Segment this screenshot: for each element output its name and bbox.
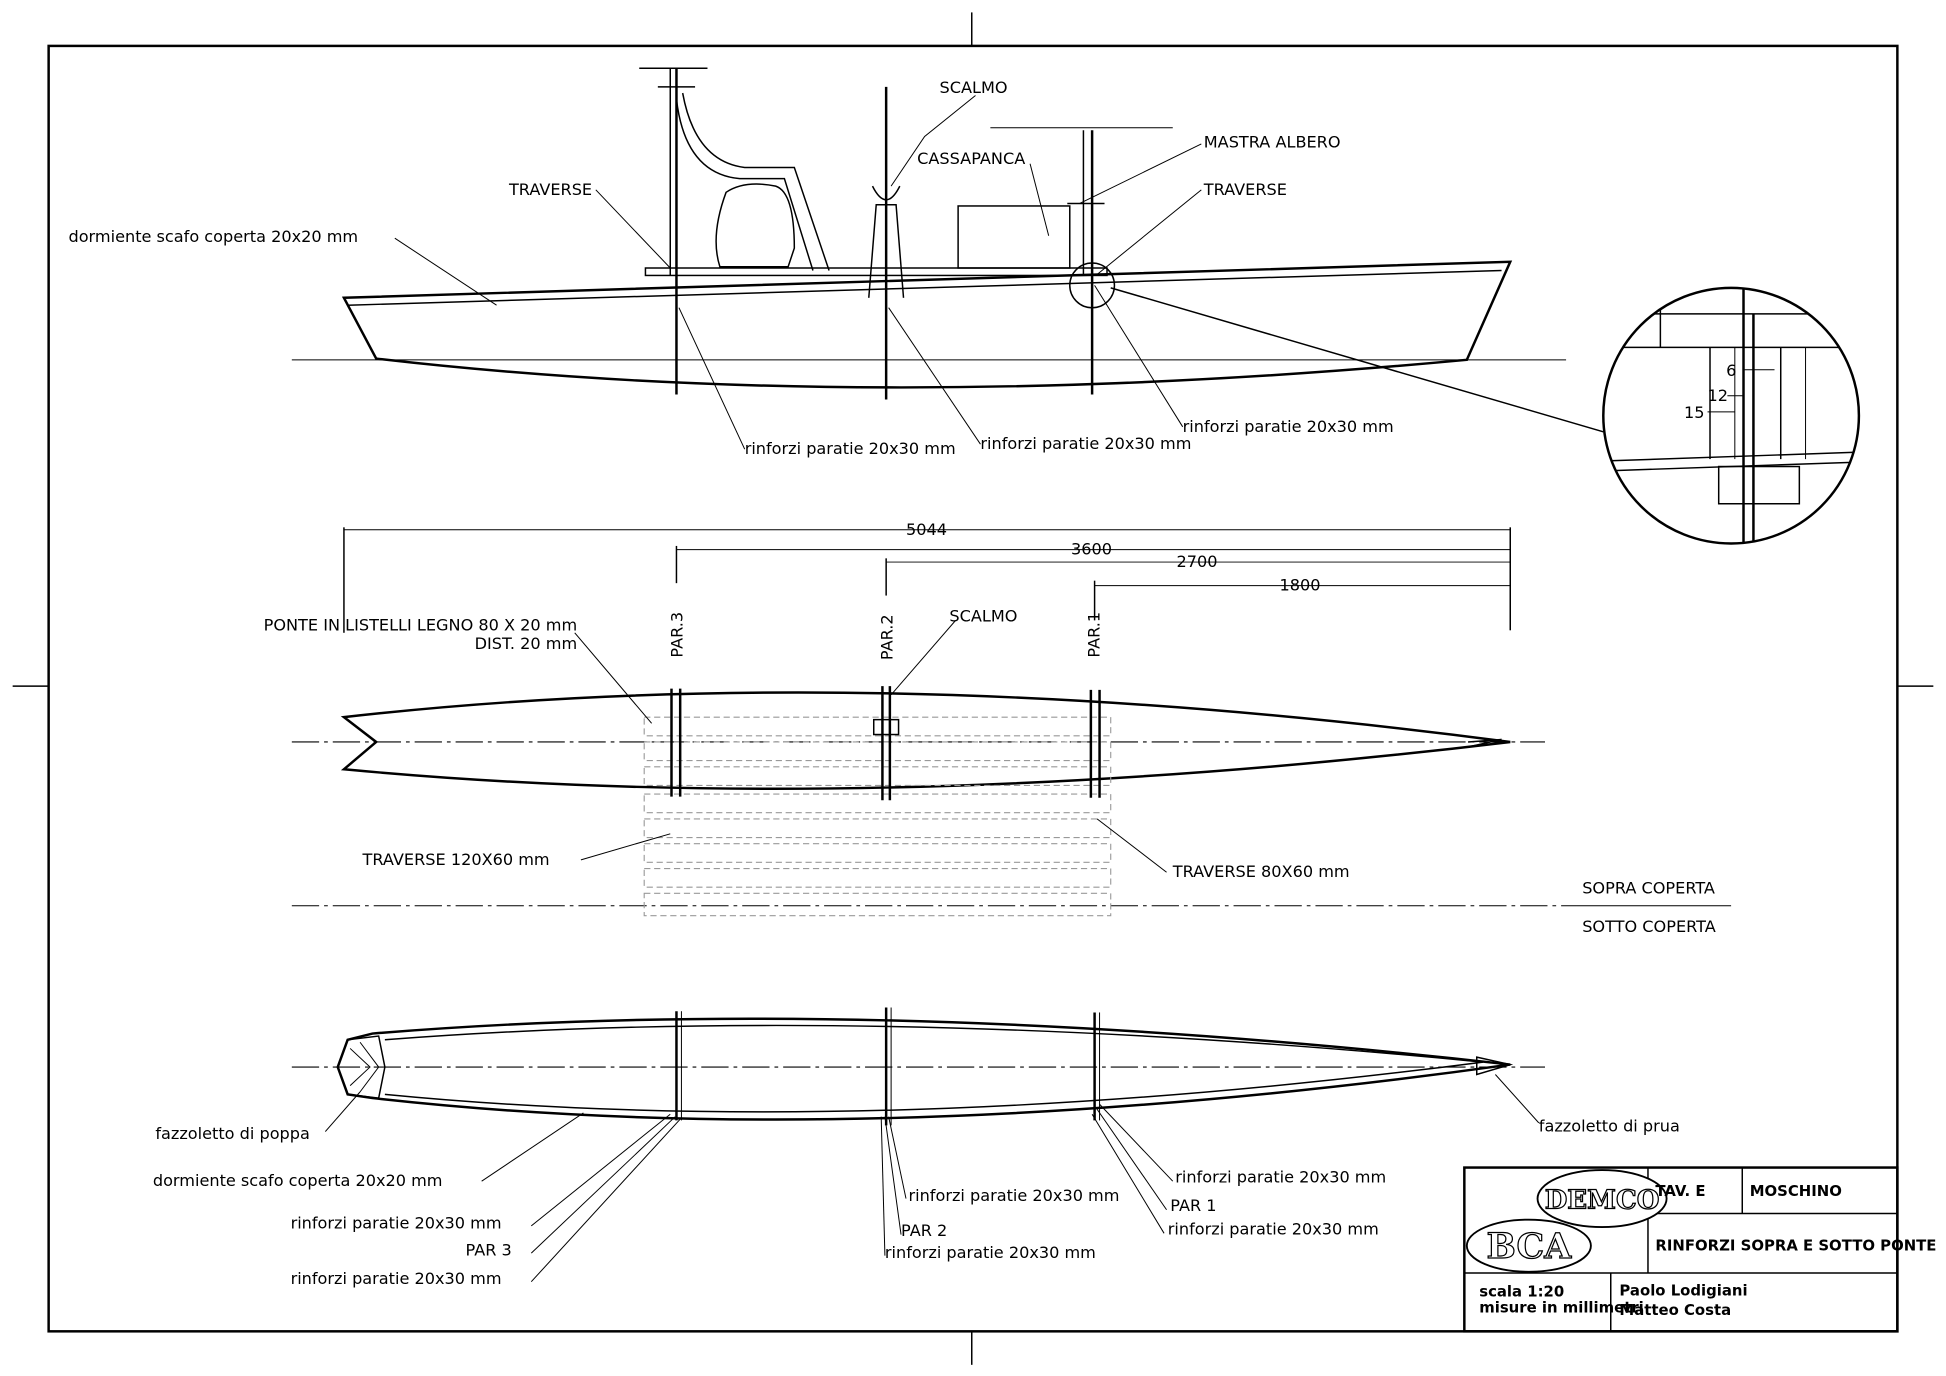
dim-6: 6 — [1726, 361, 1736, 380]
label-rinforzi: rinforzi paratie 20x30 mm — [291, 1269, 502, 1288]
logo: DEMCO BCA — [1465, 1169, 1668, 1273]
label-dormiente: dormiente scafo coperta 20x20 mm — [68, 227, 358, 246]
label-rinforzi: rinforzi paratie 20x30 mm — [291, 1213, 502, 1232]
label-par1: PAR.1 — [1085, 612, 1104, 658]
label-mastra-albero: MASTRA ALBERO — [1204, 133, 1341, 152]
label-par2: PAR 2 — [901, 1221, 947, 1240]
dim-1800: 1800 — [1279, 576, 1320, 595]
label-traverse: TRAVERSE — [508, 180, 592, 199]
label-fazzoletto-poppa: fazzoletto di poppa — [155, 1124, 310, 1143]
label-rinforzi: rinforzi paratie 20x30 mm — [885, 1243, 1096, 1262]
plan-view: 5044 3600 2700 1800 PAR.3 PAR.2 PAR.1 PO… — [264, 520, 1732, 936]
label-par3: PAR 3 — [466, 1241, 512, 1260]
label-scalmo: SCALMO — [949, 607, 1017, 626]
title-block: DEMCO BCA TAV. E MOSCHINO RINFORZI SOPRA… — [1463, 1166, 1936, 1333]
author: Paolo Lodigiani — [1619, 1281, 1747, 1299]
dim-2700: 2700 — [1176, 552, 1217, 571]
label-sopra-coperta: SOPRA COPERTA — [1582, 878, 1715, 897]
project-name: MOSCHINO — [1750, 1182, 1842, 1200]
drawing-frame — [12, 12, 1934, 1365]
below-deck-view: fazzoletto di poppa fazzoletto di prua d… — [153, 1007, 1680, 1288]
author: Matteo Costa — [1619, 1301, 1731, 1319]
label-rinforzi: rinforzi paratie 20x30 mm — [1175, 1167, 1386, 1186]
deck-planks — [643, 716, 1112, 917]
label-rinforzi: rinforzi paratie 20x30 mm — [745, 439, 956, 458]
label-traverse: TRAVERSE — [1203, 180, 1287, 199]
units: misure in millimetri — [1479, 1299, 1644, 1317]
label-traverse-80: TRAVERSE 80X60 mm — [1172, 862, 1350, 881]
drawing-title: RINFORZI SOPRA E SOTTO PONTE — [1655, 1237, 1936, 1255]
dim-3600: 3600 — [1071, 540, 1112, 559]
side-view: SCALMO CASSAPANCA MASTRA ALBERO TRAVERSE… — [68, 67, 1604, 458]
label-traverse-120: TRAVERSE 120X60 mm — [362, 850, 550, 869]
label-rinforzi: rinforzi paratie 20x30 mm — [1183, 417, 1394, 436]
label-par2: PAR.2 — [877, 614, 896, 660]
label-rinforzi: rinforzi paratie 20x30 mm — [908, 1186, 1119, 1205]
label-scalmo: SCALMO — [939, 78, 1007, 97]
label-par3: PAR.3 — [668, 612, 687, 658]
label-sotto-coperta: SOTTO COPERTA — [1582, 917, 1716, 936]
logo-demco-text: DEMCO — [1545, 1185, 1660, 1215]
label-rinforzi: rinforzi paratie 20x30 mm — [980, 434, 1191, 453]
scale: scala 1:20 — [1479, 1283, 1564, 1301]
bulkheads — [670, 686, 1101, 801]
dim-5044: 5044 — [906, 520, 947, 539]
label-dormiente: dormiente scafo coperta 20x20 mm — [153, 1171, 443, 1190]
dim-12: 12 — [1708, 386, 1729, 405]
label-rinforzi: rinforzi paratie 20x30 mm — [1168, 1220, 1379, 1239]
dim-15: 15 — [1684, 403, 1705, 422]
label-cassapanca: CASSAPANCA — [917, 149, 1025, 168]
label-par1: PAR 1 — [1170, 1196, 1216, 1215]
logo-bca-text: BCA — [1487, 1226, 1573, 1267]
detail-view: 6 12 15 — [1602, 286, 1861, 545]
label-fazzoletto-prua: fazzoletto di prua — [1539, 1117, 1680, 1136]
label-dist: DIST. 20 mm — [475, 634, 578, 653]
label-ponte: PONTE IN LISTELLI LEGNO 80 X 20 mm — [264, 615, 578, 634]
dimension-lines — [343, 527, 1511, 633]
sheet-number: TAV. E — [1655, 1182, 1705, 1200]
